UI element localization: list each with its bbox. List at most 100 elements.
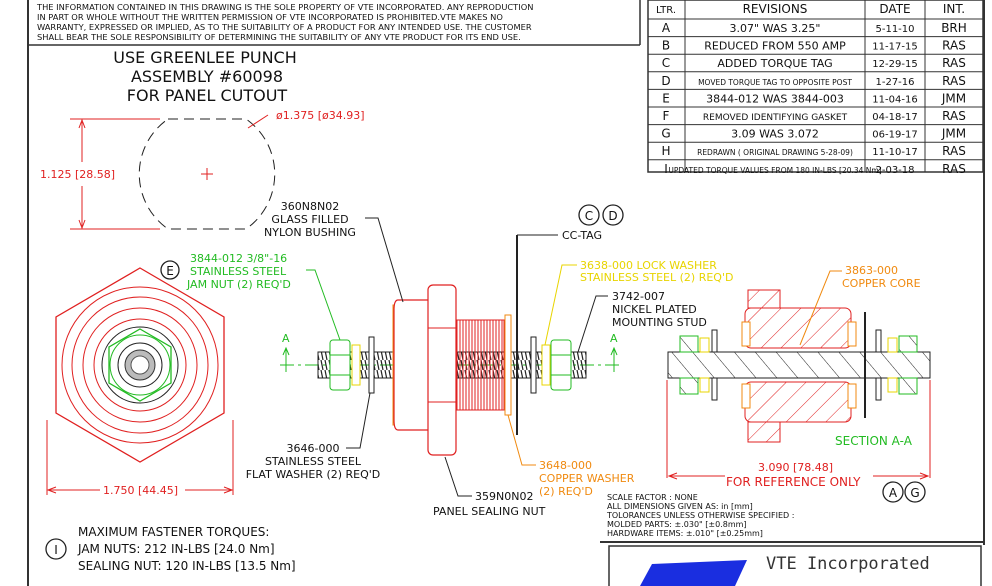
revision-int: JMM xyxy=(941,91,966,105)
svg-text:D: D xyxy=(608,209,617,223)
company-name: VTE Incorporated xyxy=(766,554,930,574)
revision-date: 11-04-16 xyxy=(872,94,917,105)
revision-ltr: C xyxy=(662,56,670,70)
copper-core-label-line: 3863-000 xyxy=(845,264,898,277)
revision-date: 1-27-16 xyxy=(875,77,914,88)
revision-date: 11-17-15 xyxy=(872,42,917,53)
svg-text:I: I xyxy=(54,543,58,557)
notice-line: THE INFORMATION CONTAINED IN THIS DRAWIN… xyxy=(36,2,533,12)
revision-ltr: F xyxy=(663,109,670,123)
title-block: VTE Incorporated xyxy=(600,541,984,586)
flat-washer-label-line: 3646-000 xyxy=(287,442,340,455)
vte-logo xyxy=(640,560,747,586)
revision-ltr: A xyxy=(662,21,671,35)
revision-int: RAS xyxy=(942,162,966,176)
fastener-torques: MAXIMUM FASTENER TORQUES: I JAM NUTS: 21… xyxy=(45,525,296,573)
cutout-title-line: ASSEMBLY #60098 xyxy=(131,67,283,86)
revision-date: 04-18-17 xyxy=(872,112,917,123)
revisions-header-ltr: LTR. xyxy=(656,5,676,16)
revision-int: BRH xyxy=(941,21,967,35)
note-line: TOLORANCES UNLESS OTHERWISE SPECIFIED : xyxy=(606,511,794,520)
revision-int: RAS xyxy=(942,56,966,70)
sealing-nut-label-line: PANEL SEALING NUT xyxy=(433,505,546,518)
note-line: HARDWARE ITEMS: ±.010" [±0.25mm] xyxy=(607,529,763,538)
notice-line: WARRANTY, EXPRESSED OR IMPLIED, AS TO TH… xyxy=(37,22,532,32)
copper-washer-label-line: COPPER WASHER xyxy=(539,472,635,485)
jam-nut-label-line: STAINLESS STEEL xyxy=(190,265,287,278)
section-a-a-view: 3863-000 COPPER CORE SECTION A-A 3.090 [… xyxy=(666,264,931,503)
revision-desc: REDRAWN ( ORIGINAL DRAWING 5-28-09) xyxy=(697,148,853,157)
proprietary-notice: THE INFORMATION CONTAINED IN THIS DRAWIN… xyxy=(36,2,533,42)
revision-date: 11-10-17 xyxy=(872,147,917,158)
torques-title: MAXIMUM FASTENER TORQUES: xyxy=(78,525,269,539)
section-title: SECTION A-A xyxy=(835,434,913,448)
revision-row: D MOVED TORQUE TAG TO OPPOSITE POST 1-27-1… xyxy=(661,74,965,88)
assembly-side-view: A A xyxy=(280,235,620,456)
note-line: SCALE FACTOR : NONE xyxy=(607,493,698,502)
revisions-header-date: DATE xyxy=(879,2,910,16)
svg-text:C: C xyxy=(585,209,593,223)
copper-core-label-line: COPPER CORE xyxy=(842,277,921,290)
revision-ltr: B xyxy=(662,39,670,53)
revision-ltr: I xyxy=(664,162,668,176)
svg-text:A: A xyxy=(889,486,898,500)
flat-washer-label-line: FLAT WASHER (2) REQ'D xyxy=(246,468,381,481)
flat-washer-label-line: STAINLESS STEEL xyxy=(265,455,362,468)
copper-washer-label-line: (2) REQ'D xyxy=(539,485,593,498)
lock-washer-label-line: 3638-000 LOCK WASHER xyxy=(580,259,717,272)
revision-ltr: D xyxy=(661,74,670,88)
revision-desc: REMOVED IDENTIFYING GASKET xyxy=(703,113,848,123)
note-line: ALL DIMENSIONS GIVEN AS: in [mm] xyxy=(607,502,753,511)
part-callouts: 360N8N02 GLASS FILLED NYLON BUSHING 3844… xyxy=(186,200,733,518)
jam-nut-label-line: JAM NUT (2) REQ'D xyxy=(186,278,291,291)
copper-washer-label-line: 3648-000 xyxy=(539,459,592,472)
revision-desc: ADDED TORQUE TAG xyxy=(717,57,832,70)
revision-desc: 3844-012 WAS 3844-003 xyxy=(706,92,844,105)
revision-marker-g xyxy=(904,481,926,503)
revisions-header-desc: REVISIONS xyxy=(743,2,808,16)
lock-washer-label-line: STAINLESS STEEL (2) REQ'D xyxy=(580,271,733,284)
reference-note: FOR REFERENCE ONLY xyxy=(726,475,861,489)
revision-marker-a xyxy=(882,481,904,503)
note-line: MOLDED PARTS: ±.030" [±0.8mm] xyxy=(607,520,747,529)
revision-desc: MOVED TORQUE TAG TO OPPOSITE POST xyxy=(698,78,852,87)
svg-text:G: G xyxy=(910,486,919,500)
revision-marker-e xyxy=(160,260,180,280)
stud-label-line: 3742-007 xyxy=(612,290,665,303)
stud-label-line: MOUNTING STUD xyxy=(612,316,707,329)
hex-width-dim: 1.750 [44.45] xyxy=(103,484,178,497)
cutout-diameter-dim: ø1.375 [ø34.93] xyxy=(276,109,365,122)
section-mark-right: A xyxy=(610,332,618,345)
bushing-label-line: NYLON BUSHING xyxy=(264,226,356,239)
revision-date: 06-19-17 xyxy=(872,130,917,141)
cutout-outline xyxy=(138,118,276,230)
length-dim: 3.090 [78.48] xyxy=(758,461,833,474)
bushing-label-line: GLASS FILLED xyxy=(271,213,348,226)
cc-tag-label: CC-TAG xyxy=(562,229,602,242)
revision-int: RAS xyxy=(942,144,966,158)
torque-line: SEALING NUT: 120 IN-LBS [13.5 Nm] xyxy=(78,559,296,573)
jam-nut-label-line: 3844-012 3/8"-16 xyxy=(190,252,287,265)
cutout-title-line: FOR PANEL CUTOUT xyxy=(127,86,288,105)
section-mark-left: A xyxy=(282,332,290,345)
revision-date: 2-03-18 xyxy=(875,165,914,176)
cutout-height-dim: 1.125 [28.58] xyxy=(40,168,115,181)
revision-desc: 3.09 WAS 3.072 xyxy=(731,128,819,141)
revision-desc: 3.07" WAS 3.25" xyxy=(730,22,821,35)
bushing-label-line: 360N8N02 xyxy=(281,200,339,213)
torque-line: JAM NUTS: 212 IN-LBS [24.0 Nm] xyxy=(77,542,275,556)
stud-label-line: NICKEL PLATED xyxy=(612,303,697,316)
cutout-title-line: USE GREENLEE PUNCH xyxy=(113,48,297,67)
notice-line: SHALL BEAR THE SOLE RESPONSIBILITY OF DE… xyxy=(37,32,521,42)
general-notes: SCALE FACTOR : NONE ALL DIMENSIONS GIVEN… xyxy=(606,493,794,538)
